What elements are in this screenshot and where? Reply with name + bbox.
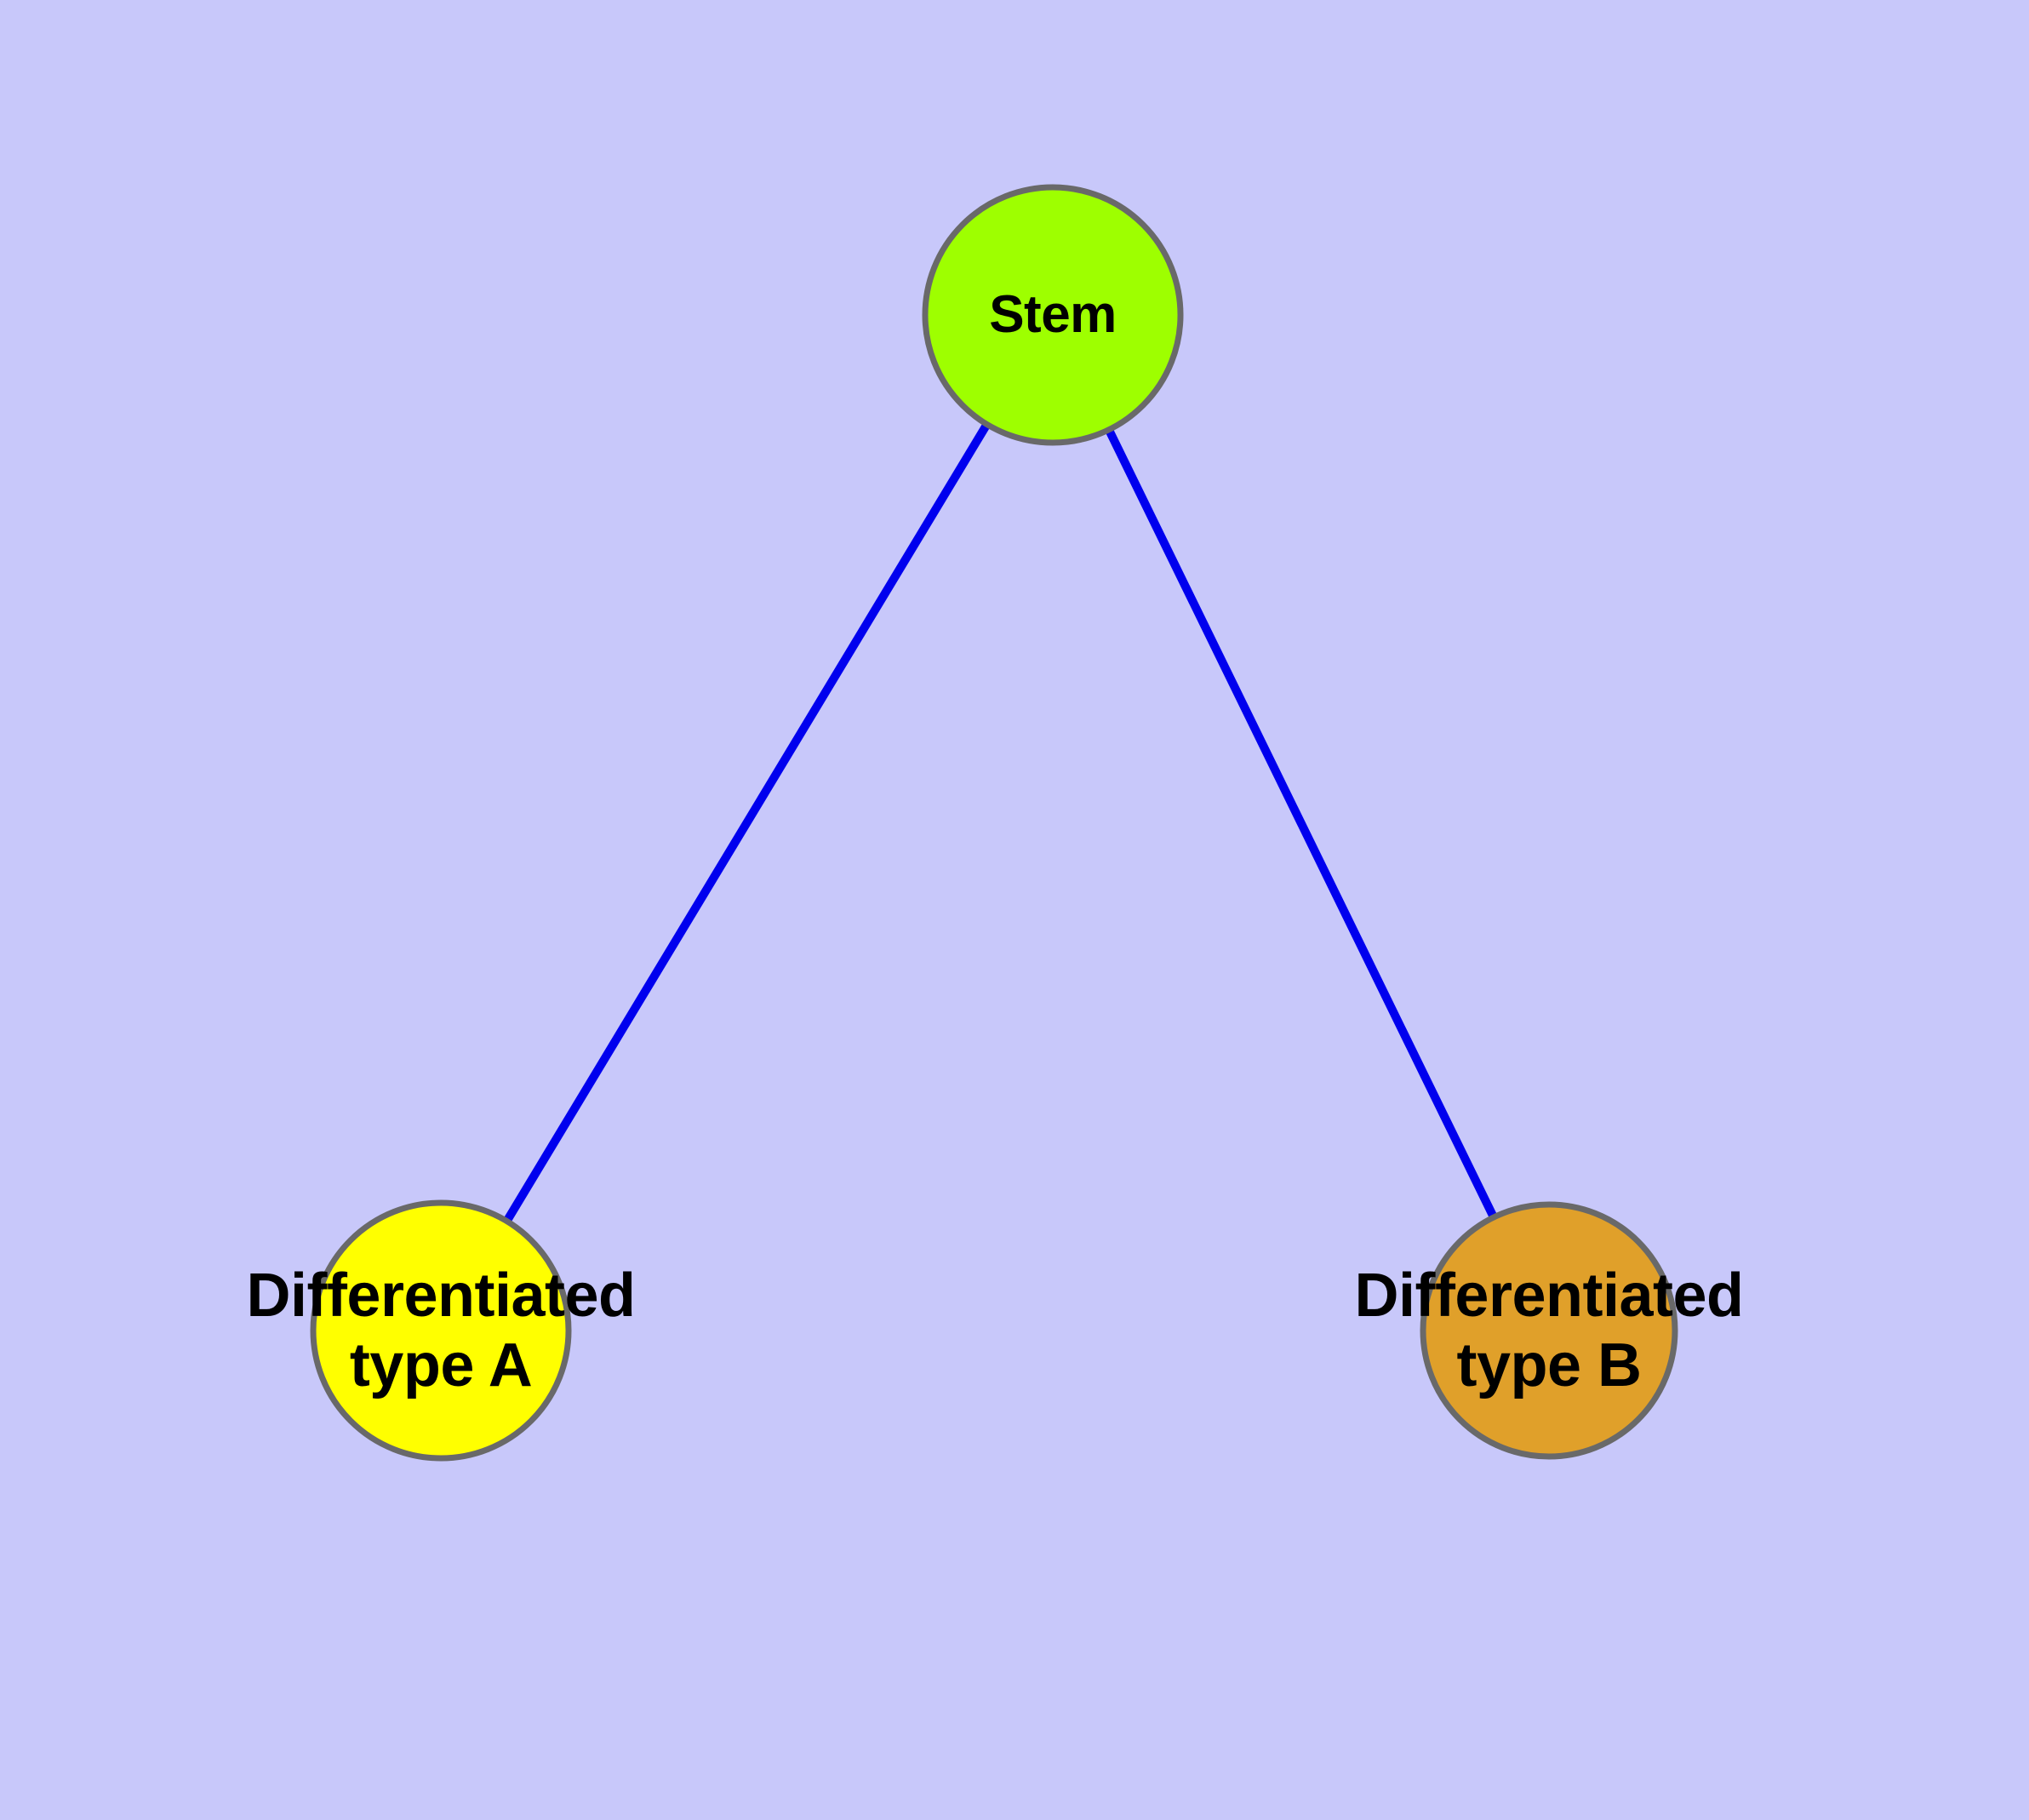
- node-differentiated-type-b[interactable]: [1420, 1201, 1678, 1460]
- edge-stem-to-diff-a[interactable]: [437, 312, 1057, 1333]
- node-differentiated-type-a[interactable]: [310, 1199, 572, 1462]
- edge-layer: [437, 312, 1553, 1333]
- edge-stem-to-diff-b[interactable]: [1049, 312, 1553, 1333]
- node-stem[interactable]: [922, 184, 1184, 446]
- node-layer: [310, 184, 1678, 1462]
